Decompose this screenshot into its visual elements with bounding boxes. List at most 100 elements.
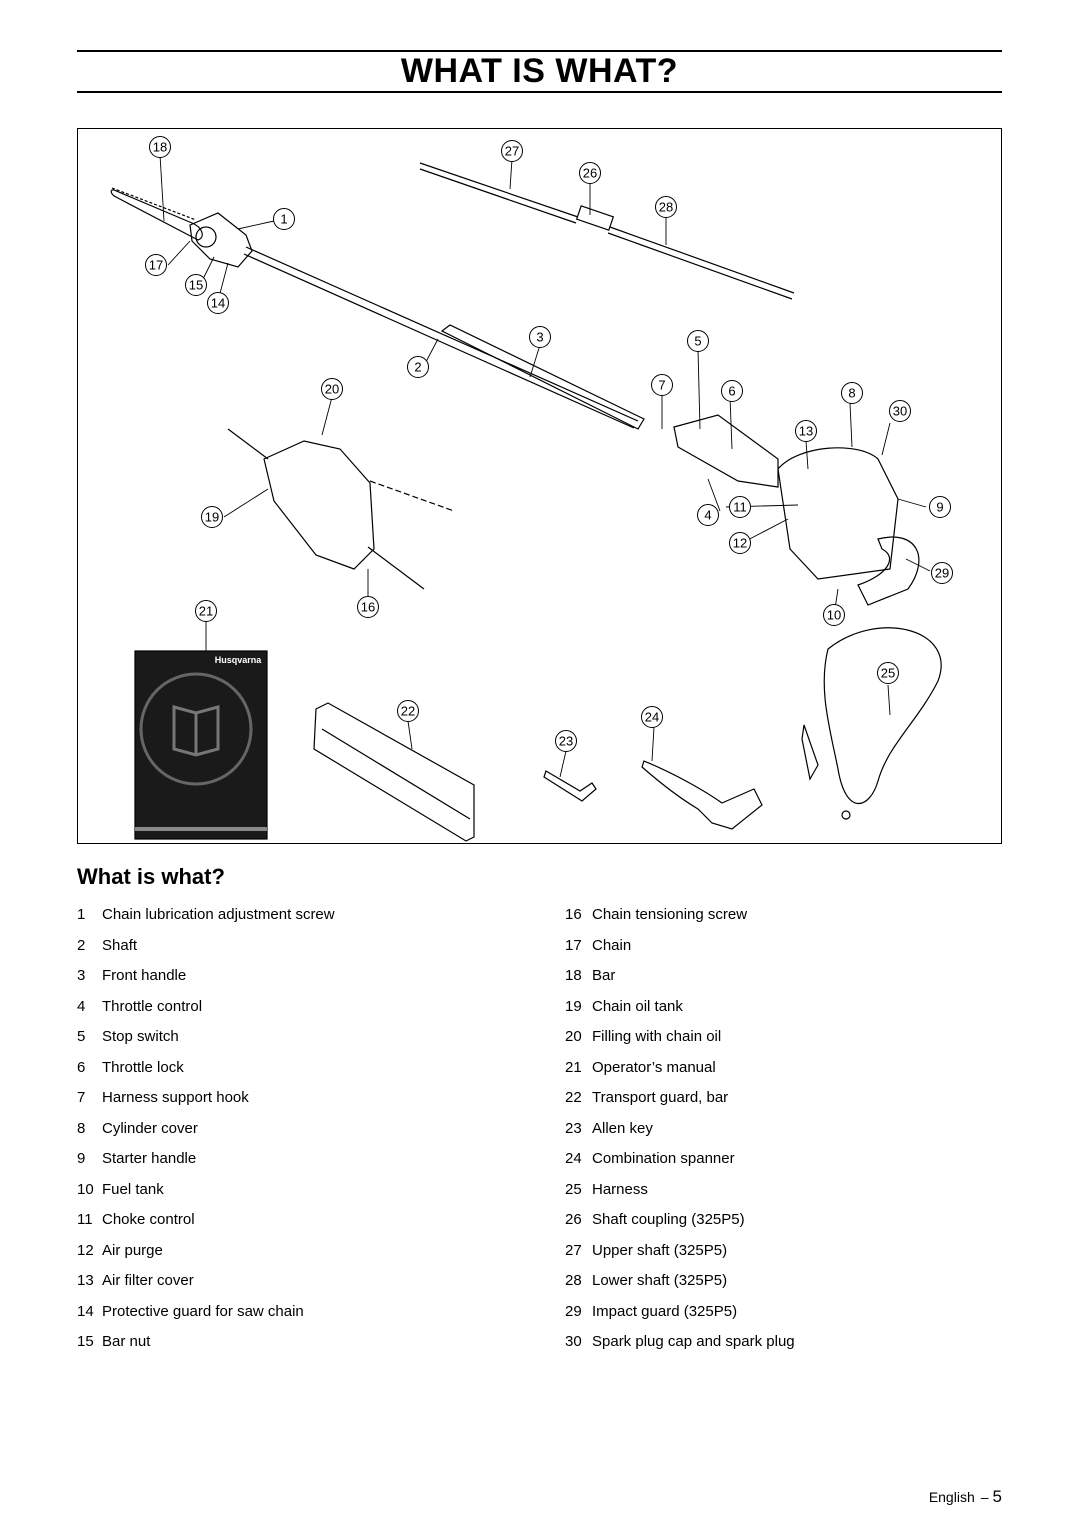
callout-26: 26	[579, 162, 601, 184]
legend-number: 4	[77, 997, 86, 1015]
saw-chain	[111, 187, 197, 221]
legend-number: 11	[77, 1211, 93, 1228]
callout-number: 1	[280, 212, 287, 227]
legend-label: Harness support hook	[102, 1089, 249, 1106]
callout-16: 16	[357, 596, 379, 618]
callout-number: 2	[414, 360, 421, 375]
combination-spanner	[641, 760, 763, 830]
callout-22: 22	[397, 700, 419, 722]
callout-12: 12	[729, 532, 751, 554]
page-title: WHAT IS WHAT?	[400, 52, 679, 90]
chain-oil-tank	[263, 440, 375, 570]
legend-number: 8	[77, 1119, 86, 1137]
transport-guard	[313, 702, 475, 842]
callout-number: 16	[361, 600, 375, 615]
callout-number: 13	[799, 424, 813, 439]
callout-number: 22	[401, 704, 415, 719]
shaft-coupling	[575, 205, 615, 231]
callout-number: 11	[733, 500, 747, 515]
legend-label: Front handle	[102, 967, 187, 984]
callout-number: 5	[694, 334, 701, 349]
header-rule-bottom	[77, 91, 1002, 93]
upper-shaft	[419, 162, 579, 218]
callout-9: 9	[929, 496, 951, 518]
header-rule-top	[77, 50, 1002, 52]
legend-label: Impact guard (325P5)	[592, 1302, 738, 1320]
operators-manual	[134, 650, 268, 840]
legend-label: Fuel tank	[102, 1180, 164, 1198]
legend-number: 9	[77, 1150, 86, 1167]
legend-label: Transport guard, bar	[592, 1089, 729, 1106]
legend-number: 13	[77, 1272, 94, 1289]
legend-label: Chain	[592, 936, 632, 954]
callout-number: 4	[704, 508, 711, 523]
lower-shaft	[609, 226, 795, 294]
callout-number: 25	[881, 666, 895, 681]
callout-number: 27	[505, 144, 519, 159]
legend-number: 28	[565, 1272, 582, 1289]
callout-19: 19	[201, 506, 223, 528]
callout-24: 24	[641, 706, 663, 728]
callout-10: 10	[823, 604, 845, 626]
callout-28: 28	[655, 196, 677, 218]
callout-number: 24	[645, 710, 659, 725]
legend-number: 14	[77, 1302, 94, 1320]
callout-number: 7	[658, 378, 665, 393]
legend-item: 9 Starter handle	[77, 1149, 537, 1180]
callout-number: 18	[153, 140, 167, 155]
main-shaft-line-b	[243, 253, 635, 429]
callout-number: 9	[936, 500, 943, 515]
legend-label: Spark plug cap and spark plug	[592, 1333, 795, 1350]
legend-label: Upper shaft (325P5)	[592, 1241, 728, 1259]
legend-label: Combination spanner	[592, 1150, 735, 1167]
callout-23: 23	[555, 730, 577, 752]
callout-number: 28	[659, 200, 673, 215]
legend-label: Throttle lock	[102, 1058, 184, 1076]
callout-6: 6	[721, 380, 743, 402]
legend-label: Filling with chain oil	[592, 1028, 722, 1045]
callout-7: 7	[651, 374, 673, 396]
legend-number: 6	[77, 1058, 86, 1076]
page-number: 5	[992, 1487, 1002, 1506]
section-title: What is what?	[77, 864, 225, 889]
callout-17: 17	[145, 254, 167, 276]
callout-number: 30	[893, 404, 907, 419]
legend-number: 25	[565, 1180, 582, 1198]
callout-1: 1	[273, 208, 295, 230]
callout-number: 19	[205, 510, 219, 525]
callout-number: 6	[728, 384, 735, 399]
legend-item: 6 Throttle lock	[77, 1058, 537, 1089]
legend-label: Lower shaft (325P5)	[592, 1272, 728, 1289]
legend-label: Operator’s manual	[592, 1058, 716, 1076]
callout-number: 8	[848, 386, 855, 401]
legend-label: Starter handle	[102, 1150, 197, 1167]
legend-number: 5	[77, 1028, 86, 1045]
callout-8: 8	[841, 382, 863, 404]
callout-25: 25	[877, 662, 899, 684]
legend-number: 1	[77, 906, 86, 923]
callout-number: 23	[559, 734, 573, 749]
legend-item: 4 Throttle control	[77, 997, 537, 1028]
legend-label: Throttle control	[102, 997, 203, 1015]
legend-number: 23	[565, 1119, 582, 1137]
front-handle-grip	[440, 324, 645, 430]
legend-label: Air purge	[102, 1241, 163, 1259]
legend-label: Choke control	[102, 1211, 195, 1228]
page-footer: English–5	[929, 1487, 1002, 1507]
legend-label: Bar	[592, 967, 616, 984]
callout-number: 21	[199, 604, 213, 619]
